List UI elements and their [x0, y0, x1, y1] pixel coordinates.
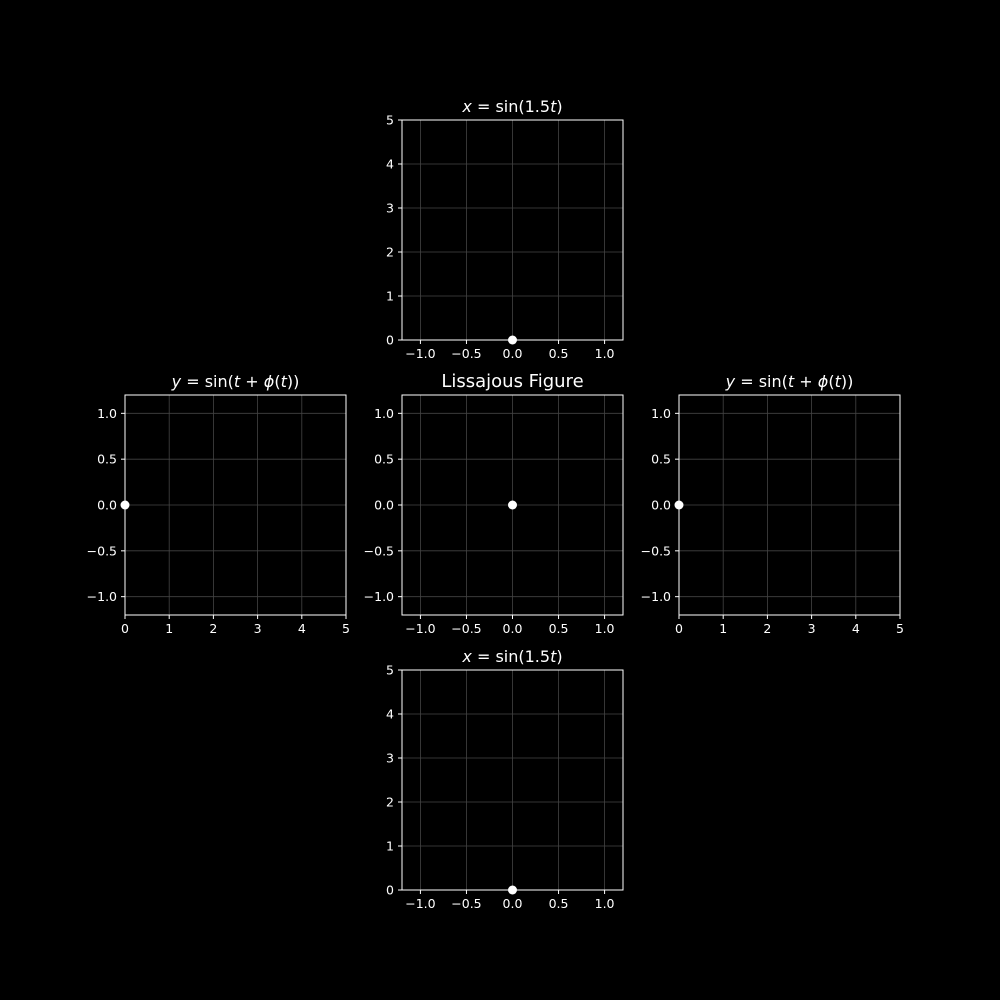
y-tick-label: 0.5 [374, 452, 394, 467]
x-tick-label: 1.0 [595, 346, 615, 361]
x-tick-label: −1.0 [405, 346, 435, 361]
x-tick-label: 0 [121, 621, 129, 636]
top-xt-plot: −1.0 −0.5 0.0 0.5 1.0 0 1 2 3 4 5 x = sin(1.5t) [386, 97, 624, 361]
y-tick-label: 3 [386, 201, 394, 216]
y-tick-label: 0 [386, 883, 394, 898]
y-tick-label: 1 [386, 289, 394, 304]
x-tick-label: 0.5 [549, 346, 569, 361]
x-tick-label: 1 [719, 621, 727, 636]
left-yt-plot: 0 1 2 3 4 5 −1.0 −0.5 0.0 0.5 1.0 y = sin(t + ϕ(t)) [87, 372, 350, 636]
x-tick-label: 1.0 [595, 621, 615, 636]
x-tick-label: 5 [342, 621, 350, 636]
y-tick-label: 0.0 [651, 498, 671, 513]
x-tick-label: 5 [896, 621, 904, 636]
x-tick-label: −1.0 [405, 896, 435, 911]
x-tick-label: 2 [209, 621, 217, 636]
x-tick-label: −1.0 [405, 621, 435, 636]
y-tick-label: −0.5 [87, 543, 117, 558]
y-tick-label: 3 [386, 751, 394, 766]
lissajous-plot: −1.0 −0.5 0.0 0.5 1.0 −1.0 −0.5 0.0 0.5 1.0 Lissaj… [364, 371, 624, 636]
x-tick-label: 3 [254, 621, 262, 636]
y-tick-label: 0.0 [97, 498, 117, 513]
x-tick-label: −0.5 [451, 896, 481, 911]
right-yt-plot: 0 1 2 3 4 5 −1.0 −0.5 0.0 0.5 1.0 y = sin(t + ϕ(t)) [641, 372, 904, 636]
y-tick-label: 1.0 [651, 406, 671, 421]
x-tick-label: 0.5 [549, 621, 569, 636]
y-tick-label: −1.0 [364, 589, 394, 604]
y-tick-label: 1 [386, 839, 394, 854]
plot-title: y = sin(t + ϕ(t)) [171, 372, 300, 391]
bottom-xt-plot: −1.0 −0.5 0.0 0.5 1.0 0 1 2 3 4 5 x = sin(1.5t) [386, 647, 624, 911]
x-tick-label: 0.0 [503, 346, 523, 361]
y-tick-label: 0 [386, 333, 394, 348]
x-tick-label: 1.0 [595, 896, 615, 911]
plot-title: x = sin(1.5t) [461, 647, 562, 666]
y-tick-label: 2 [386, 245, 394, 260]
x-tick-label: 0.0 [503, 896, 523, 911]
x-tick-label: 4 [852, 621, 860, 636]
x-tick-label: 0.5 [549, 896, 569, 911]
current-point-marker [508, 500, 517, 510]
y-tick-label: −0.5 [641, 543, 671, 558]
plot-title: x = sin(1.5t) [461, 97, 562, 116]
x-tick-label: 3 [808, 621, 816, 636]
x-tick-label: 1 [165, 621, 173, 636]
x-tick-label: 2 [763, 621, 771, 636]
y-tick-label: 5 [386, 663, 394, 678]
y-tick-label: 4 [386, 157, 394, 172]
y-tick-label: −1.0 [87, 589, 117, 604]
y-tick-label: 5 [386, 113, 394, 128]
y-tick-label: 1.0 [374, 406, 394, 421]
y-tick-label: −1.0 [641, 589, 671, 604]
x-tick-label: 4 [298, 621, 306, 636]
y-tick-label: 0.5 [97, 452, 117, 467]
plot-title: Lissajous Figure [441, 371, 583, 392]
current-point-marker [674, 500, 684, 510]
x-tick-label: −0.5 [451, 621, 481, 636]
current-point-marker [508, 885, 517, 895]
y-tick-label: 1.0 [97, 406, 117, 421]
y-tick-label: 0.0 [374, 498, 394, 513]
y-tick-label: 2 [386, 795, 394, 810]
y-tick-label: 0.5 [651, 452, 671, 467]
x-tick-label: 0 [675, 621, 683, 636]
y-tick-label: −0.5 [364, 543, 394, 558]
current-point-marker [120, 500, 130, 510]
x-tick-label: 0.0 [503, 621, 523, 636]
y-tick-label: 4 [386, 707, 394, 722]
current-point-marker [508, 335, 517, 345]
x-tick-label: −0.5 [451, 346, 481, 361]
plot-title: y = sin(t + ϕ(t)) [725, 372, 854, 391]
